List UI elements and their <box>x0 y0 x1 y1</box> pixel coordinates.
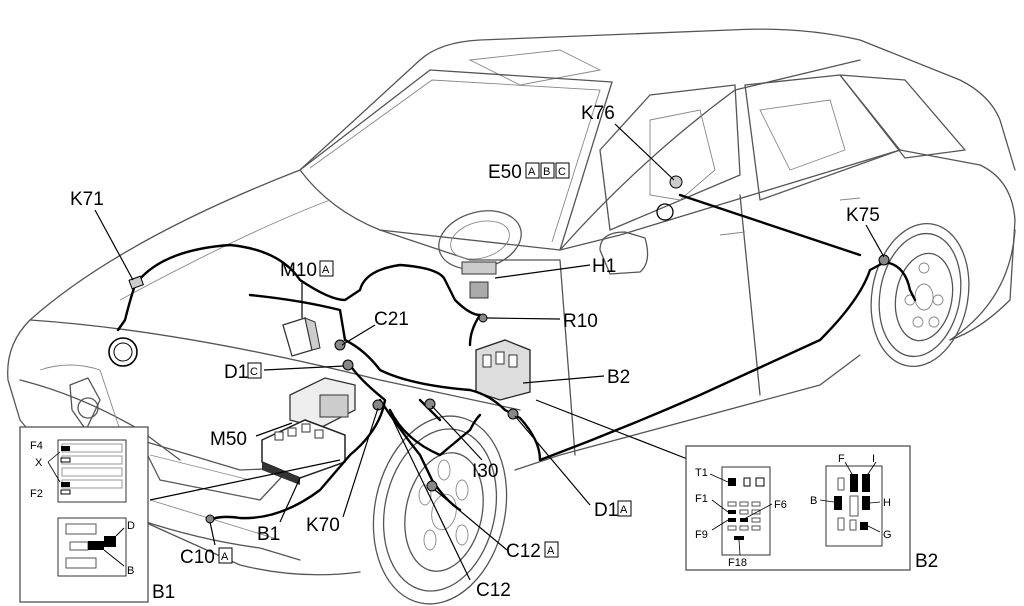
inset-b1-label-x: X <box>35 457 43 469</box>
inset-b2-label-f6: F6 <box>774 499 787 511</box>
label-d1a: D1 <box>594 500 618 521</box>
inset-b1-label-f4: F4 <box>30 440 43 452</box>
inset-b2-label-f: F <box>838 453 845 465</box>
label-m10-box: A <box>322 264 330 276</box>
label-r10: R10 <box>563 311 598 332</box>
front-wheel <box>372 415 508 605</box>
label-c12: C12 <box>476 580 511 601</box>
fuse-box-b2 <box>475 339 531 401</box>
inset-b2-label-h: H <box>883 497 891 509</box>
steering-wheel-airbag <box>438 210 522 299</box>
module-m10 <box>282 317 321 357</box>
label-e50-box-a: A <box>528 166 536 178</box>
inset-b2-label-f18: F18 <box>728 557 747 569</box>
inset-b2-label-b: B <box>810 495 817 507</box>
label-b2: B2 <box>607 367 630 388</box>
label-i30: I30 <box>472 461 498 482</box>
label-e50: E50 <box>488 162 522 183</box>
inset-b2-label-g: G <box>883 529 892 541</box>
inset-b2-label-f9: F9 <box>695 529 708 541</box>
inset-b2-title: B2 <box>915 551 938 572</box>
inset-b2-label-i: I <box>872 453 875 465</box>
module-m50 <box>289 377 356 429</box>
label-d1a-box: A <box>620 504 628 516</box>
label-k70: K70 <box>306 515 340 536</box>
label-b1: B1 <box>257 524 280 545</box>
inset-b1-title: B1 <box>152 582 175 603</box>
inset-b2 <box>685 445 911 571</box>
label-k71: K71 <box>70 189 104 210</box>
inset-b2-label-t1: T1 <box>695 467 708 479</box>
label-d1c: D1 <box>224 362 248 383</box>
label-c10: C10 <box>180 547 215 568</box>
rear-wheel <box>870 222 970 368</box>
leader-lines <box>94 123 885 581</box>
inset-b2-label-f1: F1 <box>695 493 708 505</box>
label-k76: K76 <box>581 103 615 124</box>
inset-b1-label-f2: F2 <box>30 488 43 500</box>
label-c10-box: A <box>221 551 229 563</box>
label-c12a-box: A <box>547 545 555 557</box>
label-e50-box-b: B <box>543 166 550 178</box>
car-body-outline <box>7 28 1016 576</box>
label-e50-box-c: C <box>558 166 566 178</box>
inset-b1 <box>19 426 149 603</box>
label-c12a: C12 <box>506 541 541 562</box>
inset-b1-label-d: D <box>127 520 135 532</box>
label-m50: M50 <box>210 429 247 450</box>
seat-outline <box>649 99 846 201</box>
label-d1c-box: C <box>250 366 258 378</box>
label-k75: K75 <box>846 205 880 226</box>
label-h1: H1 <box>592 256 616 277</box>
label-c21: C21 <box>374 309 409 330</box>
inset-b1-label-b: B <box>127 565 134 577</box>
label-m10: M10 <box>280 260 317 281</box>
